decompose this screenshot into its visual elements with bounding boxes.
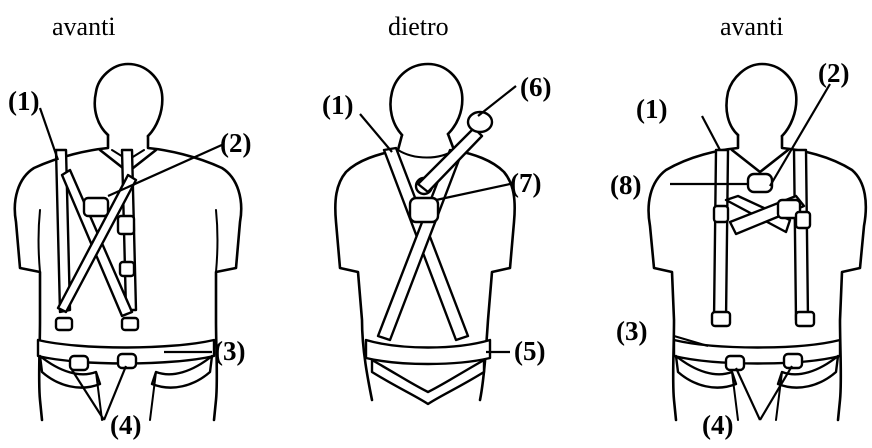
label-2-front-left: (2): [220, 128, 252, 158]
label-1-front-left: (1): [8, 86, 40, 116]
label-1-back: (1): [322, 90, 354, 120]
lanyard-hook: [466, 110, 494, 134]
shoulder-strap-left: [712, 148, 730, 322]
figure-back: [334, 62, 516, 406]
shoulder-strap-left: [54, 148, 72, 314]
label-4-front-right: (4): [702, 410, 734, 440]
label-1-front-right: (1): [636, 94, 668, 124]
waist-belt: [364, 338, 492, 366]
torso-outline: [334, 133, 404, 402]
head: [725, 62, 798, 138]
figure-front-right: [647, 62, 868, 422]
head: [389, 62, 464, 137]
chest-ring: [746, 172, 774, 194]
label-3-front-left: (3): [214, 336, 246, 366]
seat-strap: [370, 358, 486, 406]
label-6-back: (6): [520, 72, 552, 102]
leg-strap-left: [38, 354, 102, 389]
collar: [730, 148, 790, 174]
leg-strap-right: [150, 354, 214, 389]
label-2-front-right: (2): [818, 58, 850, 88]
arm-lines: [37, 209, 41, 273]
chest-buckle: [82, 196, 110, 218]
label-5-back: (5): [514, 336, 546, 366]
caption-back: dietro: [388, 12, 449, 41]
torso-outline: [13, 133, 110, 422]
dorsal-plate: [408, 196, 440, 224]
label-4-front-left: (4): [110, 410, 142, 440]
shoulder-strap-right: [792, 148, 810, 322]
figure-front-left: [13, 62, 243, 422]
chest-cross-b: [56, 173, 138, 314]
label-7-back: (7): [510, 168, 542, 198]
caption-front-right: avanti: [720, 12, 784, 41]
label-8-front-right: (8): [610, 170, 642, 200]
caption-front-left: avanti: [52, 12, 116, 41]
label-3-front-right: (3): [616, 316, 648, 346]
leader-lines: [38, 83, 831, 421]
head: [93, 62, 164, 138]
lanyard: [416, 126, 484, 194]
torso-outline: [647, 133, 740, 422]
